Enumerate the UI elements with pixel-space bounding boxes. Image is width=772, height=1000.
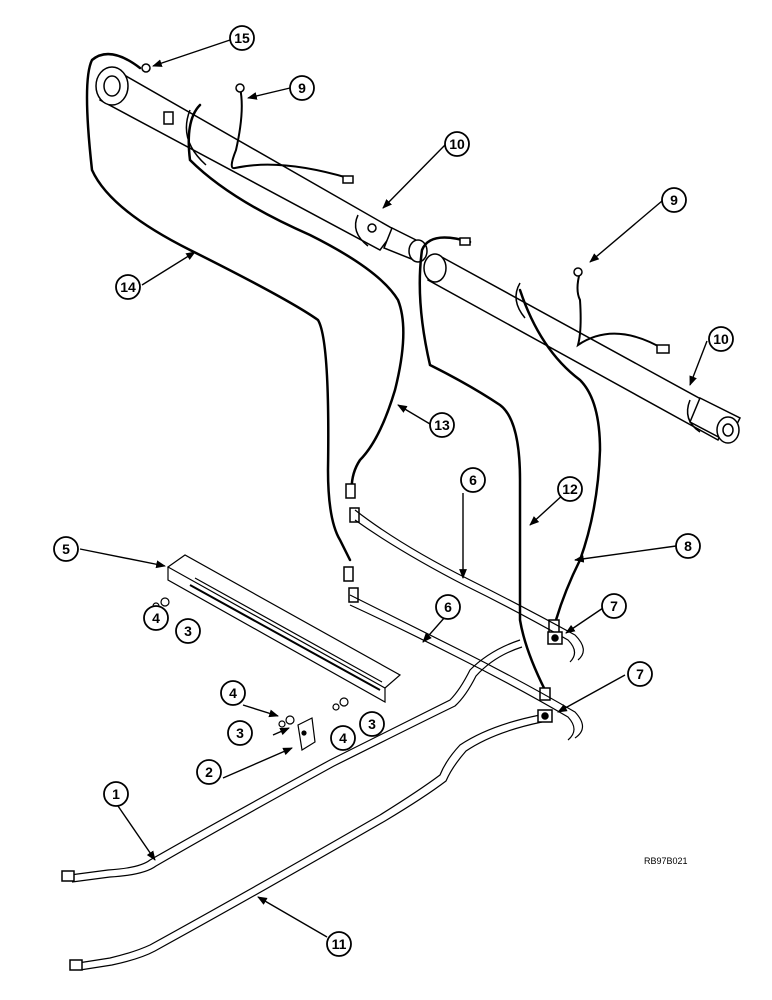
callout-label: 13 xyxy=(434,417,450,433)
callout-label: 3 xyxy=(236,725,244,741)
callout-label: 4 xyxy=(229,685,237,701)
callout-9-left xyxy=(289,75,315,101)
callout-5 xyxy=(53,536,79,562)
callout-3-right xyxy=(359,711,385,737)
callout-13 xyxy=(429,412,455,438)
callout-11 xyxy=(326,931,352,957)
callout-8 xyxy=(675,533,701,559)
hose-8 xyxy=(518,288,602,622)
callout-4-left xyxy=(143,605,169,631)
callout-6-upper xyxy=(460,467,486,493)
callout-label: 4 xyxy=(339,730,347,746)
callout-7-lower xyxy=(627,661,653,687)
hydraulic-cylinder-right xyxy=(423,253,742,444)
callout-10-right xyxy=(708,326,734,352)
callout-label: 3 xyxy=(184,623,192,639)
callout-4-mid xyxy=(220,680,246,706)
callout-4-right xyxy=(330,725,356,751)
callout-label: 9 xyxy=(670,192,678,208)
callout-7-upper xyxy=(601,593,627,619)
callout-label: 4 xyxy=(152,610,160,626)
callout-label: 14 xyxy=(120,279,136,295)
callout-label: 8 xyxy=(684,538,692,554)
callout-label: 7 xyxy=(610,598,618,614)
hydraulic-cylinder-left xyxy=(95,66,428,263)
callout-label: 10 xyxy=(713,331,729,347)
callout-label: 9 xyxy=(298,80,306,96)
hose-9-right xyxy=(576,271,666,351)
callout-3-left xyxy=(175,618,201,644)
callout-3-mid xyxy=(227,720,253,746)
callout-label: 2 xyxy=(205,764,213,780)
callout-12 xyxy=(557,476,583,502)
callout-label: 15 xyxy=(234,30,250,46)
hose-14 xyxy=(85,52,352,562)
callout-6-lower xyxy=(435,594,461,620)
figure-reference: RB97B021 xyxy=(644,856,688,866)
callout-label: 1 xyxy=(112,786,120,802)
callout-label: 11 xyxy=(332,936,347,952)
callout-10-left xyxy=(444,131,470,157)
callout-label: 10 xyxy=(449,136,465,152)
hose-12 xyxy=(418,236,547,692)
callout-label: 5 xyxy=(62,541,70,557)
callout-label: 12 xyxy=(562,481,578,497)
mounting-bracket xyxy=(166,554,402,704)
callout-9-right xyxy=(661,187,687,213)
hose-9-left xyxy=(230,87,349,179)
clamp-plate xyxy=(297,717,316,751)
callout-14 xyxy=(115,274,141,300)
callout-label: 7 xyxy=(636,666,644,682)
callout-15 xyxy=(229,25,255,51)
callout-1 xyxy=(103,781,129,807)
tee-fittings xyxy=(537,631,563,723)
hose-13 xyxy=(187,103,405,497)
callout-label: 6 xyxy=(444,599,452,615)
callout-label: 6 xyxy=(469,472,477,488)
callout-2 xyxy=(196,759,222,785)
callout-label: 3 xyxy=(368,716,376,732)
